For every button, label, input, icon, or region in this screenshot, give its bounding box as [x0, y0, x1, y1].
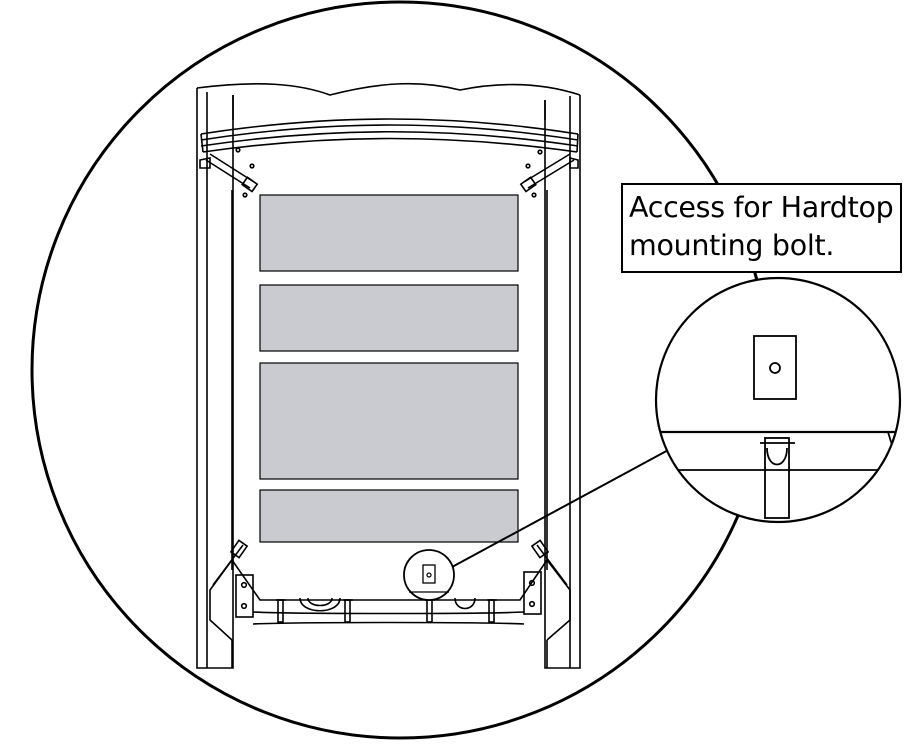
callout-line-1: Access for Hardtop — [629, 191, 894, 224]
main-view-circle — [30, 0, 770, 740]
door-frame — [196, 82, 581, 669]
zoom-detail-circle — [654, 276, 902, 524]
callout-label-box: Access for Hardtop mounting bolt. — [621, 183, 902, 273]
panel-4 — [259, 489, 519, 543]
gray-panels — [259, 194, 519, 543]
bolt-access-hole — [769, 362, 781, 374]
callout-line-2: mounting bolt. — [629, 229, 835, 262]
bolt-locator-circle — [403, 549, 455, 601]
panel-3 — [259, 362, 519, 480]
panel-1 — [259, 194, 519, 272]
bolt-access-plate — [753, 335, 797, 400]
callout-leader-line — [451, 447, 673, 568]
panel-2 — [259, 284, 519, 352]
